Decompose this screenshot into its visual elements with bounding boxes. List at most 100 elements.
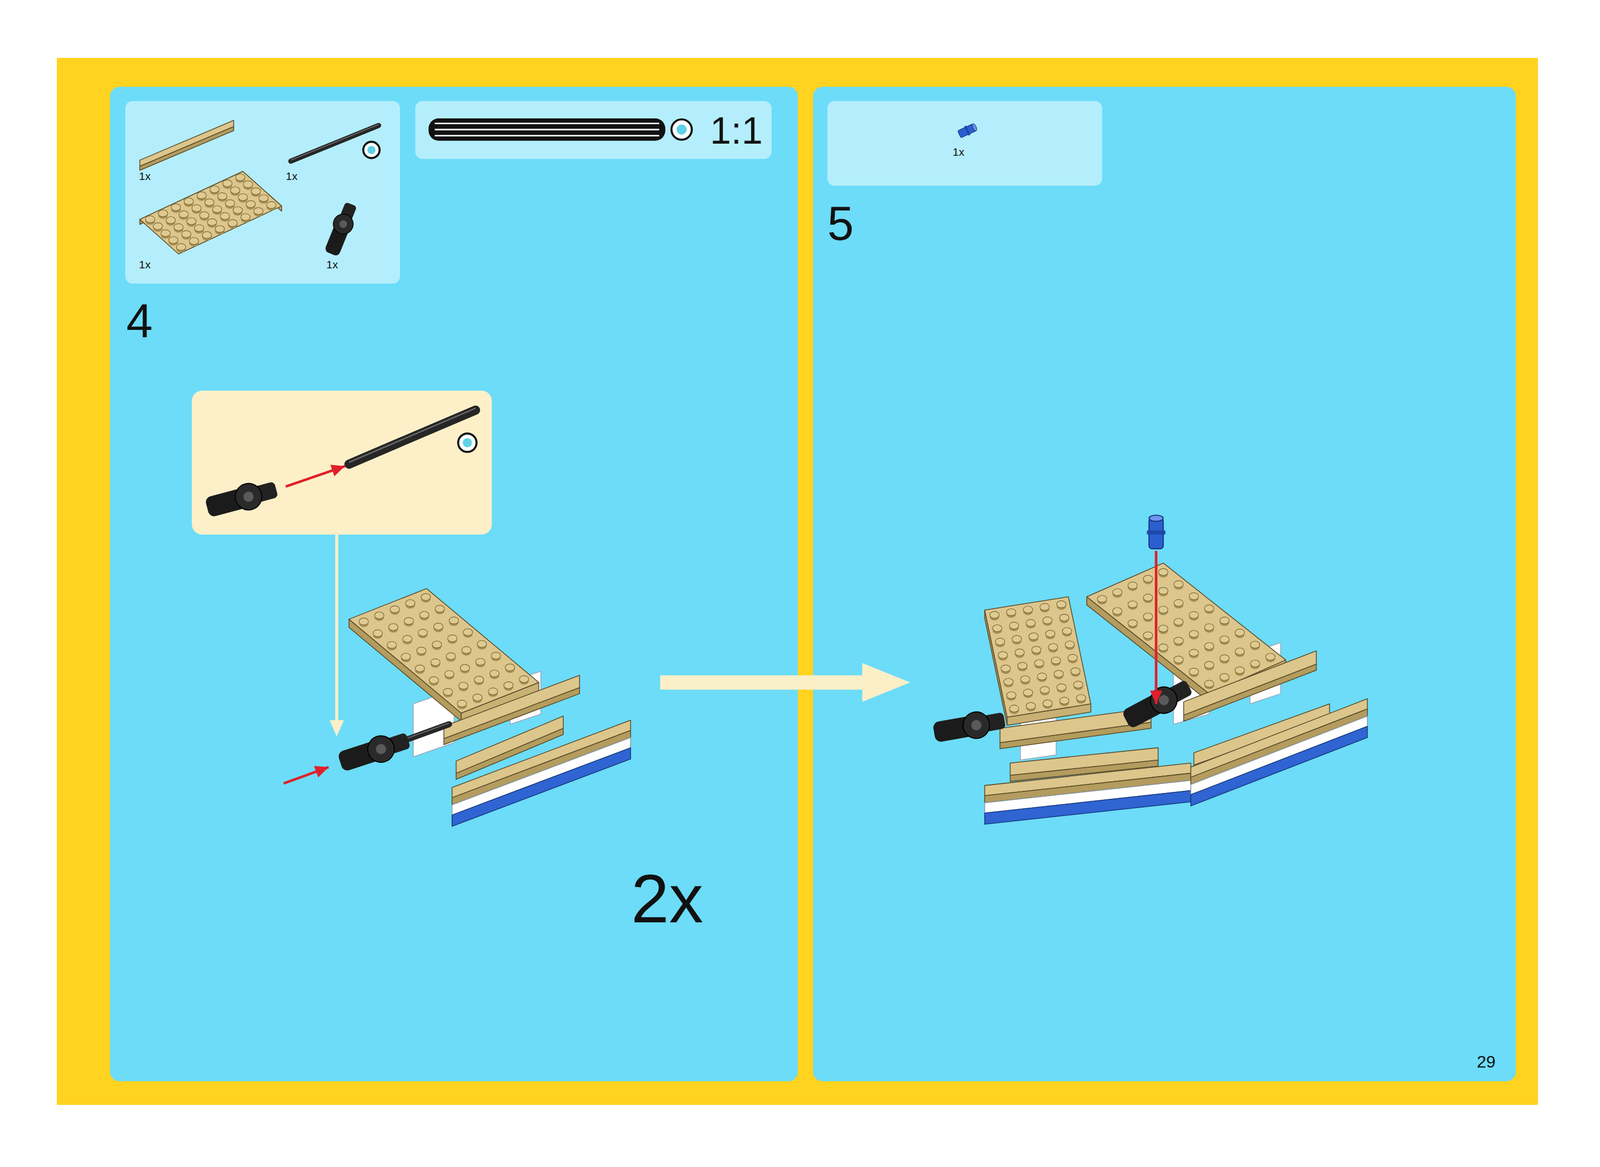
stud xyxy=(251,187,261,195)
stud xyxy=(474,676,484,684)
stud xyxy=(1048,643,1058,651)
stud xyxy=(158,210,168,217)
axle-connector xyxy=(1120,675,1196,733)
stud xyxy=(178,211,189,218)
stud xyxy=(1220,617,1230,625)
stud xyxy=(258,194,269,202)
stud xyxy=(433,623,444,630)
stud xyxy=(1026,702,1036,710)
white-brick xyxy=(452,737,631,816)
stud xyxy=(191,204,202,212)
stud xyxy=(1056,684,1067,692)
stud xyxy=(1112,588,1123,596)
stud xyxy=(1127,582,1138,589)
stud xyxy=(1054,670,1064,678)
stud xyxy=(161,230,171,237)
stud xyxy=(210,185,220,193)
stud xyxy=(168,236,179,244)
stud xyxy=(1204,605,1215,613)
stud xyxy=(1127,601,1138,608)
stud xyxy=(1059,614,1069,622)
stud xyxy=(491,652,501,660)
stud xyxy=(1073,681,1084,689)
stud xyxy=(1143,594,1153,602)
stud xyxy=(220,212,230,220)
ruler-groove xyxy=(434,134,660,137)
stud xyxy=(447,635,458,643)
plate-top xyxy=(348,588,539,714)
stud xyxy=(505,664,515,672)
length-marker xyxy=(458,433,477,453)
stud xyxy=(1204,661,1215,669)
stud xyxy=(181,230,192,238)
stud xyxy=(1051,657,1061,665)
stud xyxy=(419,611,429,619)
stud xyxy=(1235,629,1245,637)
connector-hole xyxy=(338,218,349,229)
length-marker xyxy=(671,119,693,140)
stud xyxy=(475,658,486,666)
stud xyxy=(1158,625,1168,633)
pin-collar xyxy=(1146,530,1166,535)
stud xyxy=(435,605,445,613)
stud xyxy=(1188,668,1199,676)
stud xyxy=(1112,607,1123,615)
stud xyxy=(416,647,427,655)
stud xyxy=(1067,654,1078,662)
stud xyxy=(388,623,398,631)
stud xyxy=(1042,700,1053,707)
step-arrow xyxy=(660,663,910,703)
pin-top xyxy=(1148,515,1164,522)
stud xyxy=(1003,678,1014,686)
stud xyxy=(1023,606,1033,614)
step-number: 4 xyxy=(126,297,153,345)
stud xyxy=(405,600,416,607)
stud xyxy=(432,641,442,648)
stud xyxy=(1173,637,1184,645)
plate xyxy=(140,171,282,255)
axle-connector xyxy=(931,707,1007,746)
connector-hole xyxy=(242,490,255,504)
stud xyxy=(1059,697,1069,705)
stud xyxy=(1220,654,1230,662)
stud xyxy=(458,682,469,690)
stud xyxy=(998,651,1008,659)
stud xyxy=(166,216,176,224)
part-count: 1x xyxy=(285,170,298,182)
stud xyxy=(490,670,500,678)
stud xyxy=(477,640,487,648)
stud xyxy=(1034,660,1044,667)
axle-groove xyxy=(348,408,476,463)
stud xyxy=(1009,622,1019,629)
length-marker-center xyxy=(676,124,687,135)
stud xyxy=(415,665,425,673)
stud xyxy=(1070,667,1080,675)
stud xyxy=(243,181,253,188)
connector-hub xyxy=(1145,682,1182,719)
stud xyxy=(1250,660,1260,668)
stud xyxy=(1001,665,1011,673)
stud xyxy=(1023,689,1033,697)
stud xyxy=(217,192,227,200)
stud xyxy=(1062,627,1072,635)
stud xyxy=(1006,692,1017,699)
stud xyxy=(1040,686,1050,694)
length-marker xyxy=(363,142,380,159)
stud xyxy=(245,200,256,208)
stud xyxy=(1173,618,1184,626)
stud xyxy=(1037,673,1047,680)
stud xyxy=(1012,635,1022,643)
stud xyxy=(238,193,248,201)
ruler-axle xyxy=(428,118,666,142)
stud xyxy=(227,219,238,227)
ruler-groove xyxy=(434,128,660,131)
stud xyxy=(1265,653,1276,661)
stud xyxy=(1065,641,1075,648)
stud xyxy=(235,173,246,181)
tile-side xyxy=(1183,664,1317,722)
stud xyxy=(1076,694,1086,702)
stud xyxy=(421,593,431,601)
stud xyxy=(488,687,498,695)
plate-top xyxy=(140,171,282,255)
